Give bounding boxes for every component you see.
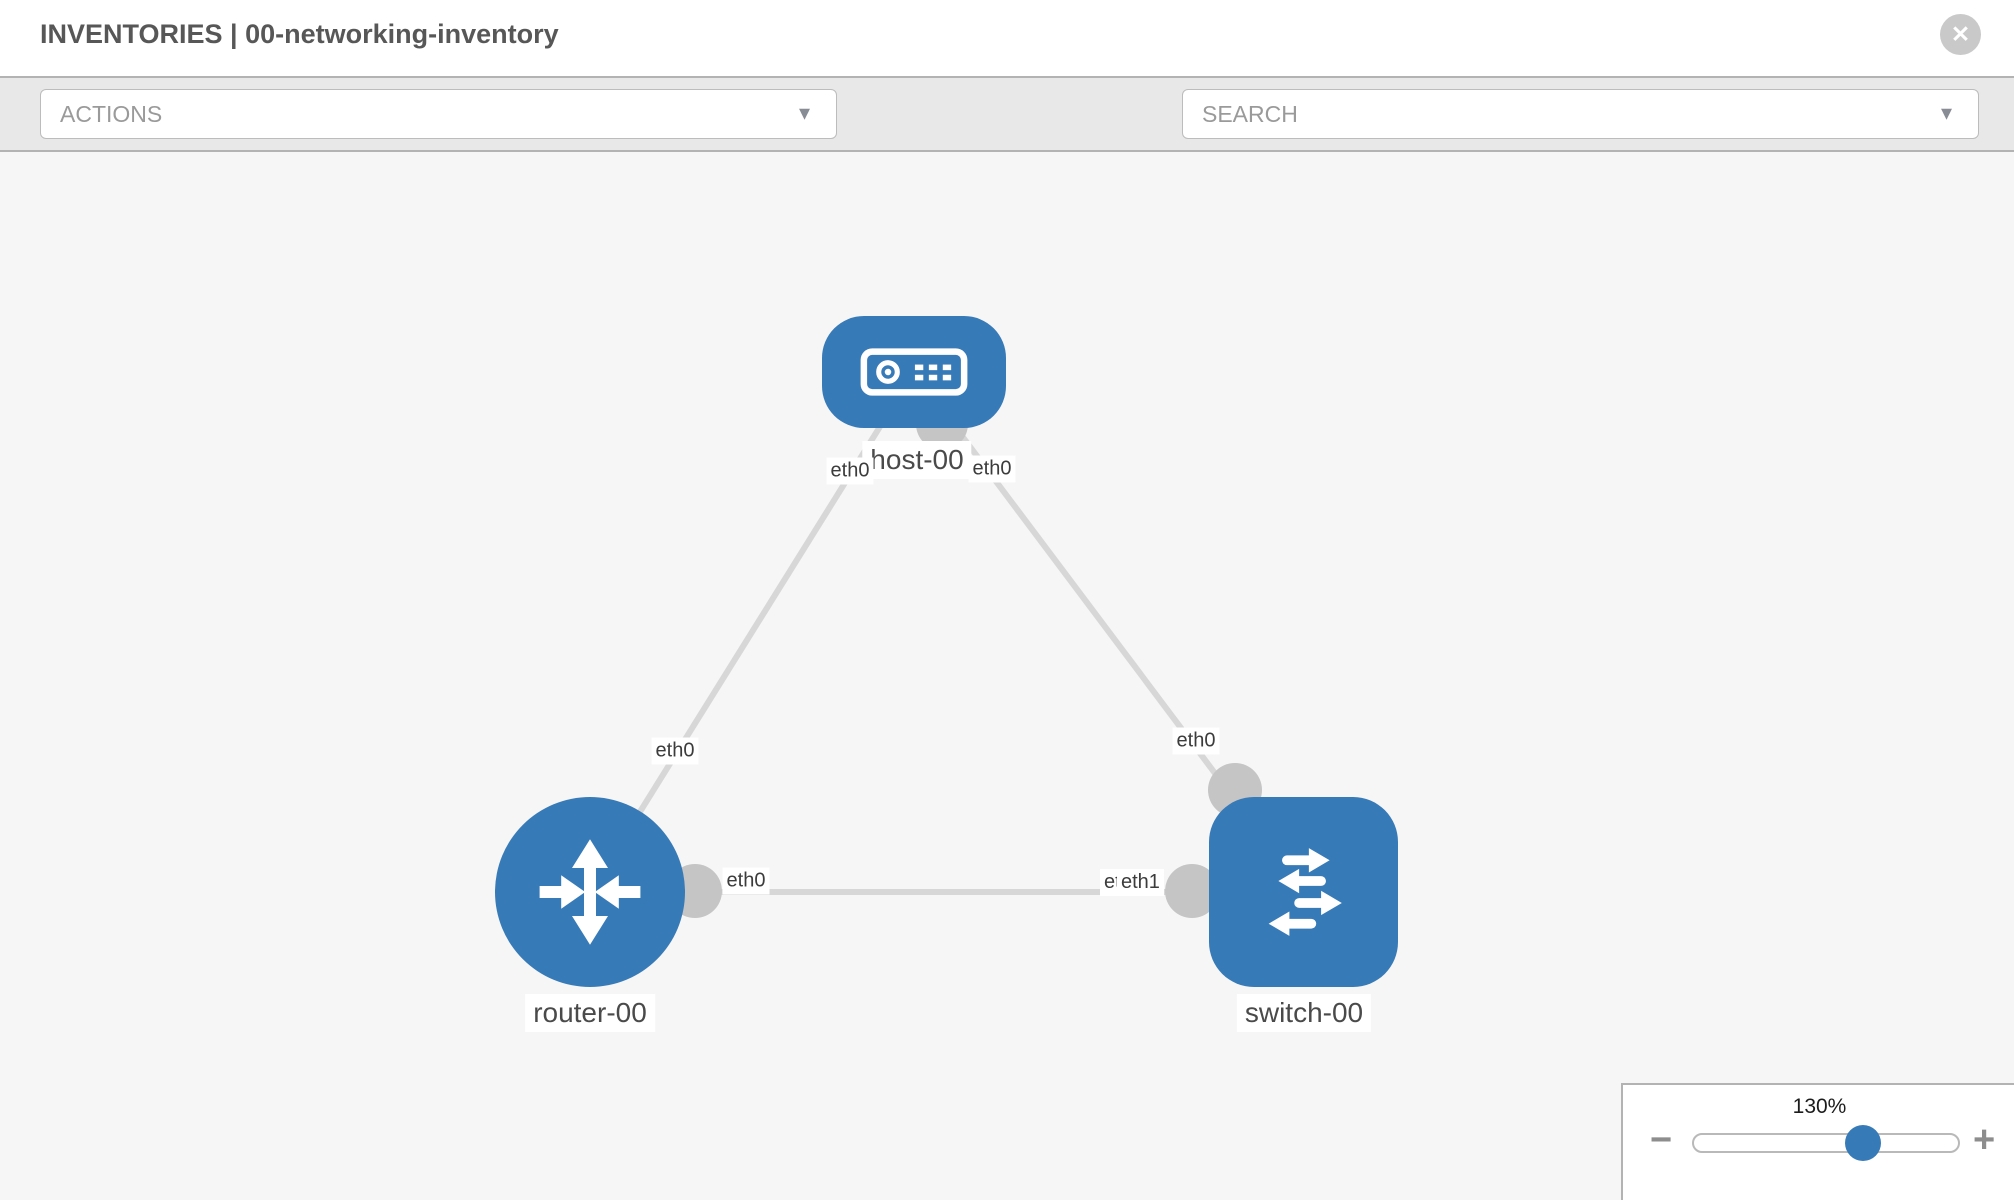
topology-links-layer bbox=[587, 370, 1307, 918]
search-dropdown[interactable]: SEARCH ▾ bbox=[1182, 89, 1979, 139]
caret-down-icon: ▾ bbox=[1940, 100, 1952, 126]
node-label-router-00: router-00 bbox=[525, 994, 655, 1032]
zoom-out-button[interactable]: − bbox=[1650, 1119, 1673, 1161]
router-node-icon bbox=[539, 839, 641, 945]
zoom-control-panel: 130% − + bbox=[1621, 1083, 2014, 1200]
node-switch-00[interactable] bbox=[1209, 797, 1398, 987]
toolbar: ACTIONS ▾ SEARCH ▾ bbox=[0, 76, 2014, 210]
node-router-00[interactable] bbox=[495, 797, 685, 987]
search-placeholder: SEARCH bbox=[1202, 100, 1298, 127]
interface-label-eth0-switch-uplink: eth0 bbox=[1172, 727, 1220, 755]
caret-down-icon: ▾ bbox=[798, 100, 810, 126]
node-label-switch-00: switch-00 bbox=[1236, 994, 1372, 1032]
node-host-00[interactable] bbox=[822, 316, 1006, 428]
node-label-host-00: host-00 bbox=[862, 441, 972, 479]
interface-label-eth0-router-uplink: eth0 bbox=[651, 737, 699, 765]
interface-label-eth1-switch: eth1 bbox=[1117, 869, 1164, 896]
interface-label-eth0-host-left: eth0 bbox=[826, 457, 874, 485]
actions-dropdown-placeholder: ACTIONS bbox=[60, 100, 163, 127]
interface-label-eth0-host-right: eth0 bbox=[968, 455, 1016, 483]
zoom-slider-knob[interactable] bbox=[1845, 1125, 1881, 1161]
page-title: INVENTORIES | 00-networking-inventory bbox=[40, 19, 559, 49]
close-icon[interactable]: ✕ bbox=[1940, 14, 1981, 55]
host-node-icon bbox=[860, 348, 968, 396]
port-connector-switch-left bbox=[1165, 864, 1219, 918]
zoom-level-value: 130% bbox=[1792, 1095, 1847, 1118]
actions-dropdown[interactable]: ACTIONS ▾ bbox=[40, 89, 837, 139]
interface-label-eth0-router-switch: eth0 bbox=[722, 867, 770, 895]
topology-canvas[interactable]: host-00 router-00 switch-00 eth0 eth0 et… bbox=[0, 152, 2014, 1200]
zoom-slider-track[interactable] bbox=[1692, 1133, 1960, 1153]
zoom-in-button[interactable]: + bbox=[1973, 1119, 1996, 1161]
header: INVENTORIES | 00-networking-inventory ✕ bbox=[0, 0, 2014, 76]
switch-node-icon bbox=[1268, 848, 1342, 936]
